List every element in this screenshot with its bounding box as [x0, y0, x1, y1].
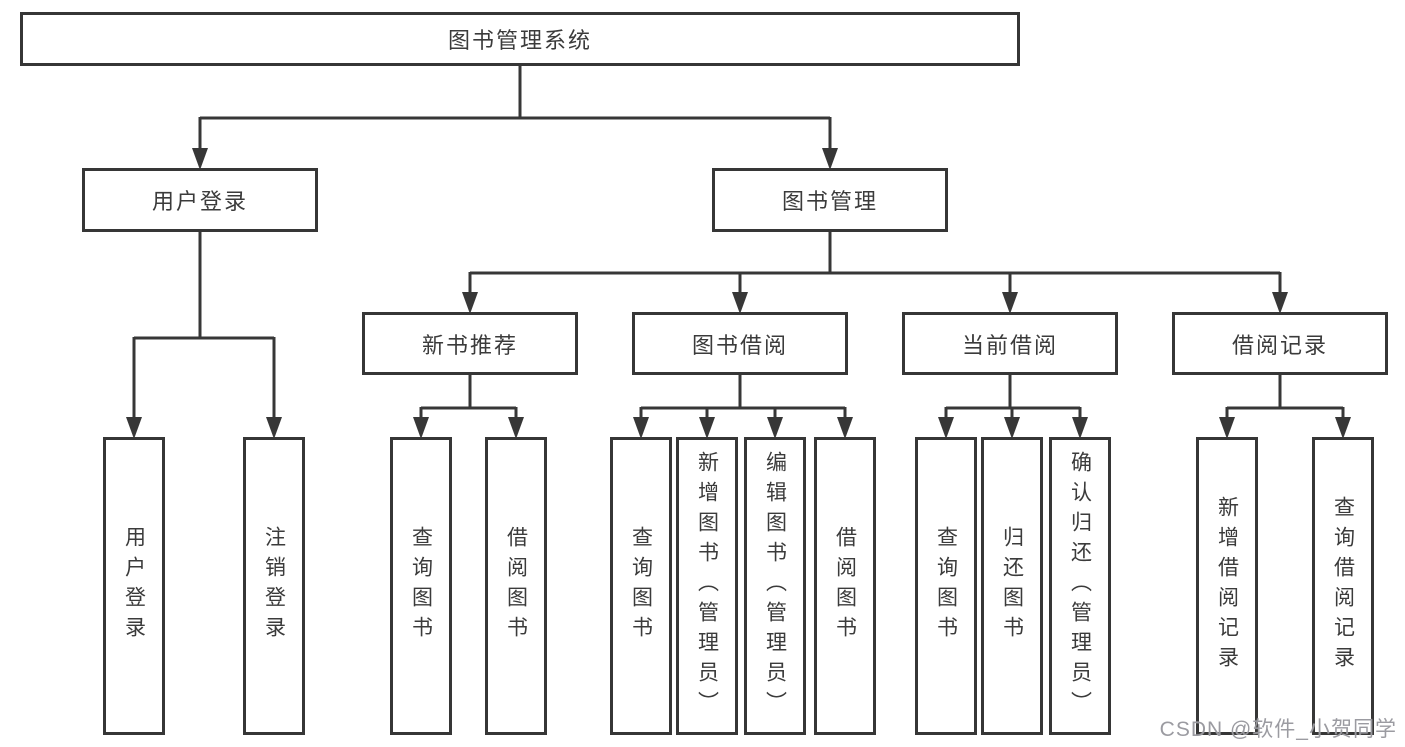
node-library-system-label: 图书管理系统	[447, 28, 592, 53]
leaf-add-borrow-record: 新增借阅记录	[1196, 437, 1258, 735]
leaf-edit-book-admin: 编辑图书（管理员）	[744, 437, 806, 735]
node-book-borrow-label: 图书借阅	[691, 332, 788, 358]
leaf-query-books-borrow-label: 查询图书	[629, 526, 653, 646]
leaf-return-book-label: 归还图书	[1000, 526, 1024, 646]
leaf-return-book: 归还图书	[981, 437, 1043, 735]
node-current-borrow-label: 当前借阅	[961, 332, 1058, 358]
leaf-query-books-recommend: 查询图书	[390, 437, 452, 735]
node-book-borrow: 图书借阅	[632, 312, 848, 375]
leaf-query-borrow-record: 查询借阅记录	[1312, 437, 1374, 735]
leaf-add-borrow-record-label: 新增借阅记录	[1215, 496, 1239, 676]
node-book-management-label: 图书管理	[781, 189, 878, 214]
node-user-login: 用户登录	[82, 168, 318, 232]
leaf-query-books-borrow: 查询图书	[610, 437, 672, 735]
leaf-add-book-admin-label: 新增图书（管理员）	[695, 451, 719, 721]
leaf-user-login-label: 用户登录	[122, 526, 146, 646]
leaf-borrow-books-recommend-label: 借阅图书	[504, 526, 528, 646]
leaf-add-book-admin: 新增图书（管理员）	[676, 437, 738, 735]
node-user-login-label: 用户登录	[151, 189, 248, 214]
leaf-logout: 注销登录	[243, 437, 305, 735]
node-library-system: 图书管理系统	[20, 12, 1020, 66]
leaf-borrow-books-label: 借阅图书	[833, 526, 857, 646]
node-book-management: 图书管理	[712, 168, 948, 232]
node-new-book-recommend: 新书推荐	[362, 312, 578, 375]
leaf-query-books-current-label: 查询图书	[934, 526, 958, 646]
leaf-edit-book-admin-label: 编辑图书（管理员）	[763, 451, 787, 721]
node-borrow-records: 借阅记录	[1172, 312, 1388, 375]
leaf-confirm-return-admin-label: 确认归还（管理员）	[1068, 451, 1092, 721]
node-current-borrow: 当前借阅	[902, 312, 1118, 375]
leaf-user-login: 用户登录	[103, 437, 165, 735]
node-borrow-records-label: 借阅记录	[1231, 332, 1328, 358]
leaf-borrow-books-recommend: 借阅图书	[485, 437, 547, 735]
leaf-query-borrow-record-label: 查询借阅记录	[1331, 496, 1355, 676]
leaf-query-books-current: 查询图书	[915, 437, 977, 735]
csdn-watermark: CSDN @软件_小贺同学	[1159, 718, 1397, 741]
leaf-logout-label: 注销登录	[262, 526, 286, 646]
leaf-confirm-return-admin: 确认归还（管理员）	[1049, 437, 1111, 735]
leaf-borrow-books: 借阅图书	[814, 437, 876, 735]
leaf-query-books-recommend-label: 查询图书	[409, 526, 433, 646]
node-new-book-recommend-label: 新书推荐	[421, 332, 518, 358]
